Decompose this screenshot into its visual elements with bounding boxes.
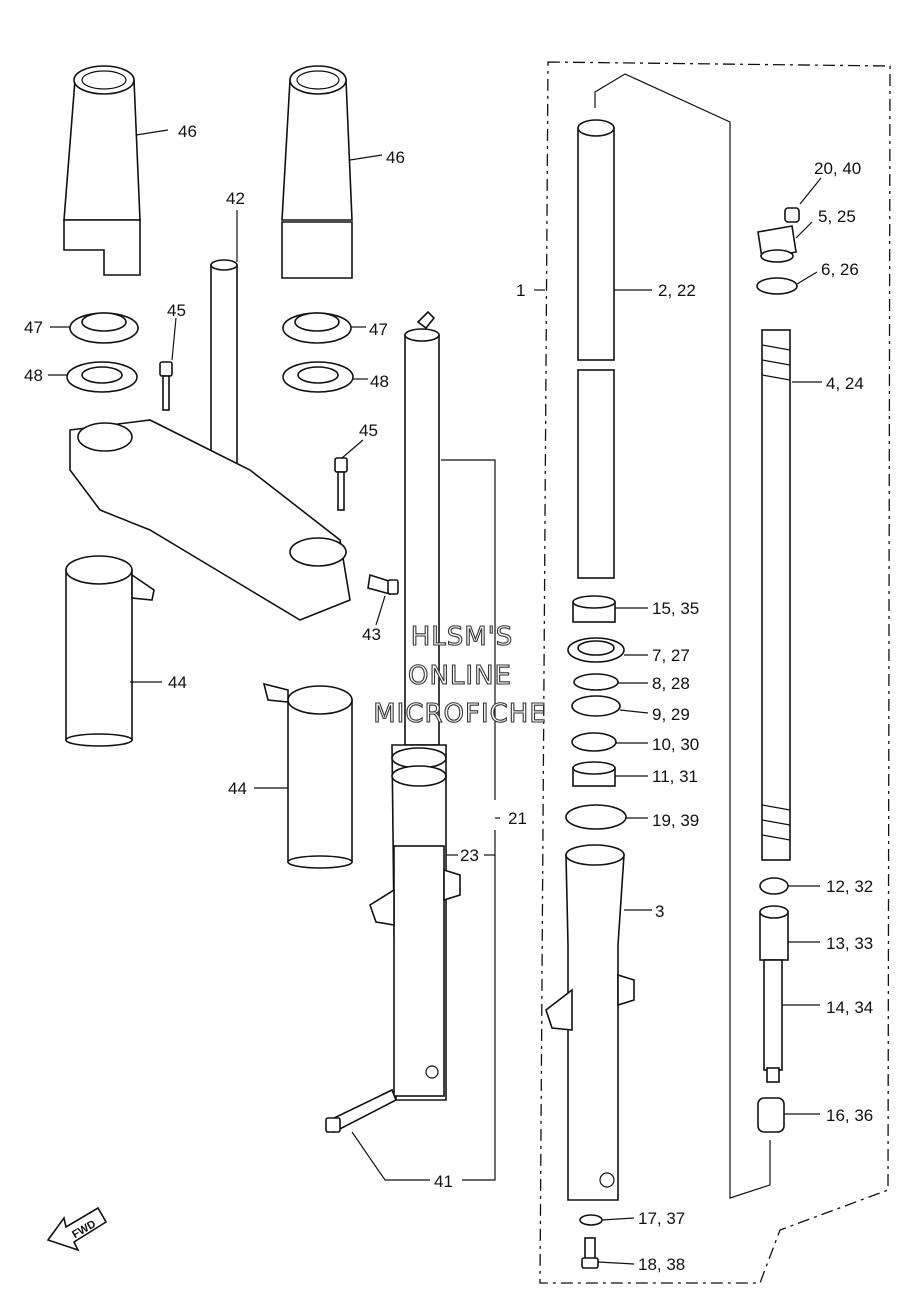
callout-43: 43 <box>362 625 381 644</box>
callout-42: 42 <box>226 189 245 208</box>
bracket-21 <box>441 459 496 800</box>
bracket-clamp-left <box>77 422 133 452</box>
bolt-18 <box>581 1237 599 1269</box>
ring-19 <box>565 804 627 830</box>
callout-46-left: 46 <box>178 122 197 141</box>
bracket-clamp-right <box>289 537 347 567</box>
callout-9-29: 9, 29 <box>652 705 690 724</box>
callout-8-28: 8, 28 <box>652 674 690 693</box>
air-valve-20 <box>784 207 800 223</box>
callout-16-36: 16, 36 <box>826 1106 873 1125</box>
fwd-arrow-icon: FWD <box>46 1206 108 1252</box>
callout-4-24: 4, 24 <box>826 374 864 393</box>
axle-pinch-bolt <box>325 1088 398 1134</box>
callout-44-left: 44 <box>168 673 187 692</box>
callout-15-35: 15, 35 <box>652 599 699 618</box>
watermark-line-2: ONLINE <box>408 661 512 691</box>
callout-44-right: 44 <box>228 779 247 798</box>
callout-1: 1 <box>516 281 525 300</box>
oil-lock-piece-16 <box>757 1097 785 1133</box>
washer-17 <box>579 1214 603 1226</box>
watermark-line-1: HLSM'S <box>411 622 514 652</box>
callout-21: 21 <box>508 809 527 828</box>
washer-right <box>282 361 354 393</box>
spacer-12 <box>759 877 789 895</box>
clamp-bolt-right <box>334 457 348 511</box>
assembly-bracket-line <box>594 73 771 1199</box>
callout-45-left: 45 <box>167 301 186 320</box>
fork-cover-right <box>262 682 353 869</box>
callout-18-38: 18, 38 <box>638 1255 685 1274</box>
washer-10 <box>571 732 617 752</box>
callout-14-34: 14, 34 <box>826 998 873 1017</box>
watermark-line-3: MICROFICHE <box>373 699 547 729</box>
callout-45-right: 45 <box>359 421 378 440</box>
bolt-43 <box>367 573 399 596</box>
fork-assembly-outline <box>539 61 891 1284</box>
outer-tube-assembled <box>369 744 461 1101</box>
fork-boot-right <box>281 65 353 279</box>
under-bracket <box>69 419 351 621</box>
oil-seal-7 <box>567 637 625 663</box>
callout-3: 3 <box>655 902 664 921</box>
callout-13-33: 13, 33 <box>826 934 873 953</box>
callout-47-left: 47 <box>24 318 43 337</box>
boot-guide-right <box>282 312 352 344</box>
callout-2-22: 2, 22 <box>658 281 696 300</box>
o-ring-6 <box>756 277 798 295</box>
bracket-21-lower <box>462 830 496 1181</box>
bracket-41 <box>351 1131 430 1181</box>
callout-5-25: 5, 25 <box>818 207 856 226</box>
washer-left <box>66 361 138 393</box>
callout-6-26: 6, 26 <box>821 260 859 279</box>
callout-12-32: 12, 32 <box>826 877 873 896</box>
callout-23: 23 <box>460 846 479 865</box>
clamp-bolt-left <box>159 361 173 411</box>
callout-7-27: 7, 27 <box>652 646 690 665</box>
seal-9 <box>571 695 621 717</box>
fork-cover-left <box>65 555 155 747</box>
boot-guide-left <box>69 312 139 344</box>
bushing-11 <box>572 761 616 787</box>
leader-lines <box>48 129 822 1265</box>
rebound-spring-13 <box>759 905 789 961</box>
fork-spring <box>761 329 791 861</box>
callout-20-40: 20, 40 <box>814 159 861 178</box>
inner-tube <box>577 119 615 579</box>
damper-rod-14 <box>763 959 783 1083</box>
callout-11-31: 11, 31 <box>652 767 698 786</box>
callout-41: 41 <box>434 1172 453 1191</box>
slide-bushing-15 <box>572 595 616 623</box>
callout-19-39: 19, 39 <box>652 811 699 830</box>
callout-48-left: 48 <box>24 366 43 385</box>
callout-10-30: 10, 30 <box>652 735 699 754</box>
cap-bolt-5 <box>757 225 797 263</box>
clip-8 <box>573 673 619 691</box>
callout-17-37: 17, 37 <box>638 1209 685 1228</box>
fork-boot-left <box>63 65 141 276</box>
callout-48-right: 48 <box>370 372 389 391</box>
callout-46-right: 46 <box>386 148 405 167</box>
outer-tube <box>545 844 635 1201</box>
callout-47-right: 47 <box>369 320 388 339</box>
